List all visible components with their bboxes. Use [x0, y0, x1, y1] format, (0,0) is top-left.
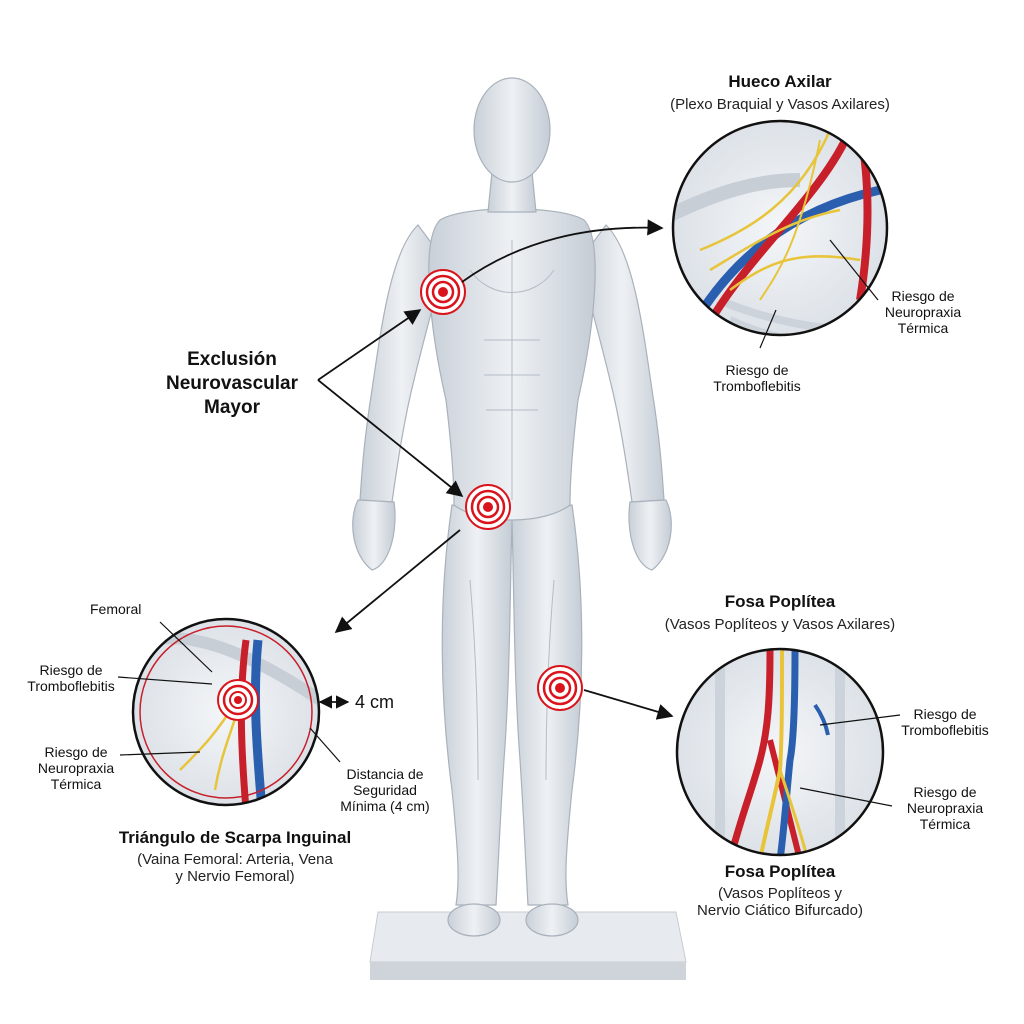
popliteal-title-top: Fosa Poplítea	[724, 592, 836, 611]
inguinal-risk-neuro: Riesgo de Neuropraxia Térmica	[37, 744, 115, 793]
inguinal-label-femoral: Femoral	[90, 601, 142, 617]
axilla-subtitle: (Plexo Braquial y Vasos Axilares)	[670, 95, 890, 113]
inguinal-subtitle-1: (Vaina Femoral: Arteria, Vena	[137, 850, 333, 868]
inguinal-distance-value: 4 cm	[355, 692, 395, 712]
target-popliteal[interactable]	[537, 665, 583, 711]
inguinal-subtitle-2: y Nervio Femoral)	[175, 867, 295, 885]
popliteal-risk-thrombo: Riesgo de Tromboflebitis	[901, 706, 989, 739]
axilla-detail	[671, 119, 889, 337]
popliteal-detail	[675, 647, 885, 857]
popliteal-heading-top: Fosa Poplítea (Vasos Poplíteos y Vasos A…	[630, 592, 930, 633]
inguinal-heading: Triángulo de Scarpa Inguinal (Vaina Femo…	[90, 828, 380, 885]
popliteal-subtitle-top: (Vasos Poplíteos y Vasos Axilares)	[664, 615, 896, 633]
main-label: Exclusión Neurovascular Mayor	[165, 349, 298, 418]
target-inguinal[interactable]	[465, 484, 511, 530]
inguinal-risk-thrombo: Riesgo de Tromboflebitis	[27, 662, 115, 695]
inguinal-detail	[131, 617, 321, 807]
inguinal-distance-label: Distancia de Seguridad Mínima (4 cm)	[340, 766, 430, 815]
inguinal-title: Triángulo de Scarpa Inguinal	[118, 828, 352, 847]
popliteal-subtitle-bottom-2: Nervio Ciático Bifurcado)	[697, 901, 863, 919]
popliteal-title-bottom: Fosa Poplítea	[724, 862, 836, 881]
axilla-risk-thrombo: Riesgo de Tromboflebitis	[713, 362, 801, 395]
axilla-title: Hueco Axilar	[728, 72, 832, 91]
popliteal-subtitle-bottom-1: (Vasos Poplíteos y	[718, 884, 842, 902]
pointer-arrows	[317, 219, 674, 720]
axilla-heading: Hueco Axilar (Plexo Braquial y Vasos Axi…	[630, 72, 930, 113]
popliteal-heading-bottom: Fosa Poplítea (Vasos Poplíteos y Nervio …	[660, 862, 900, 919]
target-axilla[interactable]	[420, 269, 466, 315]
axilla-risk-neuro: Riesgo de Neuropraxia Térmica	[884, 288, 962, 337]
callout-lines	[117, 239, 901, 807]
popliteal-risk-neuro: Riesgo de Neuropraxia Térmica	[906, 784, 984, 833]
